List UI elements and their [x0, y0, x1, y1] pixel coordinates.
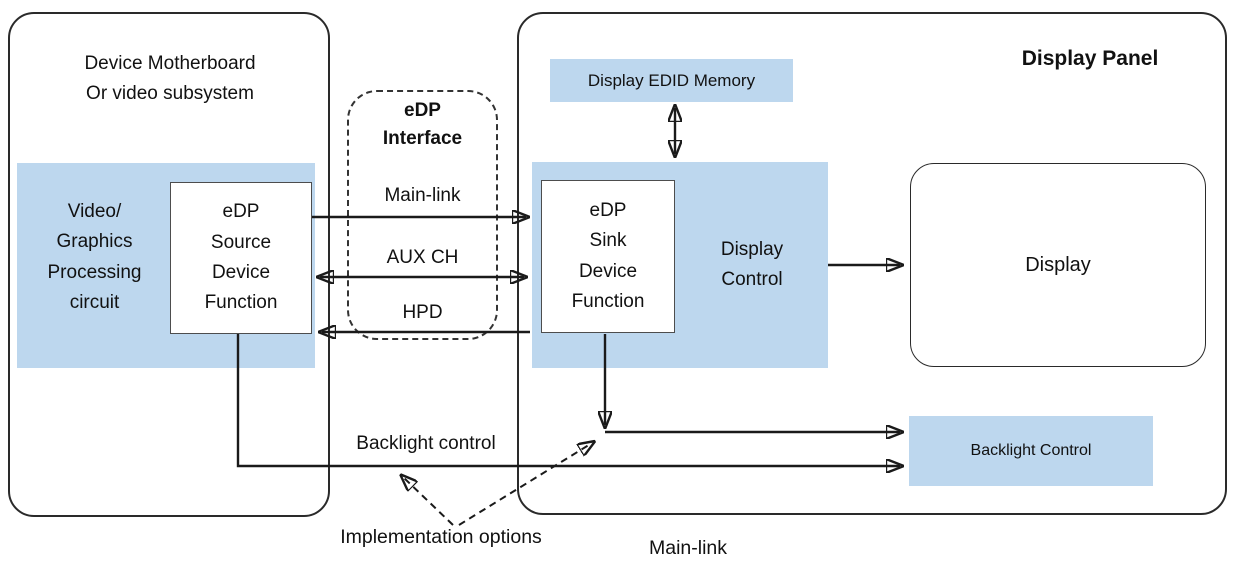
- edp-source-label: eDP Source Device Function: [204, 201, 278, 314]
- backlight-control-box: [909, 416, 1153, 486]
- main-link-label: Main-link: [384, 184, 461, 206]
- motherboard-title: Device Motherboard Or video subsystem: [84, 52, 256, 104]
- backlight-control-annotation: Backlight control: [356, 432, 496, 454]
- display-label: Display: [1025, 254, 1091, 276]
- backlight-control-label: Backlight Control: [970, 442, 1092, 460]
- main-link-bottom-label: Main-link: [648, 537, 728, 560]
- display-panel-title: Display Panel: [1021, 47, 1159, 71]
- edp-source-box: [170, 182, 312, 334]
- implementation-option-arrow-left: [403, 477, 454, 526]
- display-box: [910, 163, 1206, 367]
- implementation-options-label: Implementation options: [340, 526, 542, 549]
- edp-sink-label: eDP Sink Device Function: [571, 199, 645, 312]
- video-processing-label: Video/ Graphics Processing circuit: [47, 200, 142, 313]
- edid-memory-box: [550, 59, 793, 102]
- hpd-label: HPD: [402, 301, 443, 323]
- edp-sink-box: [541, 180, 675, 333]
- edp-interface-title: eDP Interface: [382, 99, 463, 150]
- display-control-label: Display Control: [720, 238, 784, 290]
- edid-memory-label: Display EDID Memory: [587, 70, 756, 90]
- aux-ch-label: AUX CH: [386, 246, 459, 268]
